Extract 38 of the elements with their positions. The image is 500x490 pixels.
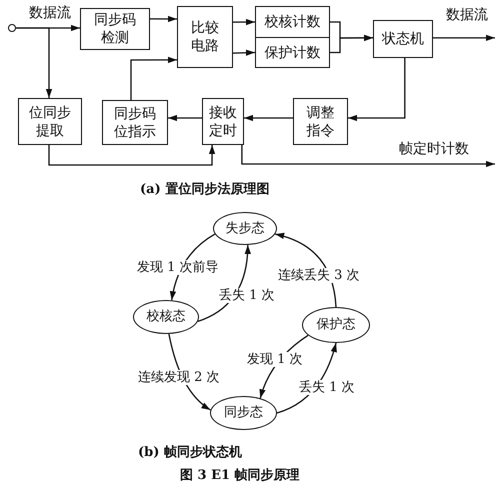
edge-label: 连续丢失 3 次 <box>277 268 361 283</box>
arrow <box>233 18 255 26</box>
process-box: 接收定时 <box>202 98 244 145</box>
arrow <box>150 16 177 22</box>
arrow <box>130 56 177 100</box>
input-terminal <box>8 24 16 32</box>
process-box: 同步码位指示 <box>102 100 168 145</box>
process-box: 比较电路 <box>177 6 233 68</box>
process-box: 同步码检测 <box>80 8 150 50</box>
figure-label: (b) 帧同步状态机 <box>138 444 242 461</box>
arrow <box>16 27 52 98</box>
process-box: 调整指令 <box>293 98 348 145</box>
figure-label: (a) 置位同步法原理图 <box>140 181 270 198</box>
arrow <box>232 50 256 56</box>
arrow <box>48 145 216 166</box>
edge-label: 连续发现 2 次 <box>137 370 221 385</box>
edge-label: 帧定时计数 <box>398 142 470 157</box>
edge-label: 数据流 <box>445 8 489 23</box>
state-ellipse: 失步态 <box>213 212 277 245</box>
edge-label: 丢失 1 次 <box>298 380 356 395</box>
arrow <box>244 114 293 122</box>
process-box: 位同步提取 <box>18 98 82 145</box>
arrow <box>241 145 495 168</box>
arrow <box>330 34 373 54</box>
edge-label: 发现 1 次 <box>246 352 304 367</box>
arrow <box>348 58 406 122</box>
edge-label: 发现 1 次前导 <box>136 260 220 275</box>
process-box: 状态机 <box>373 20 433 58</box>
edge-label: 丢失 1 次 <box>218 288 276 303</box>
caption: 图 3 E1 帧同步原理 <box>180 467 300 484</box>
process-box: 保护计数 <box>255 37 330 68</box>
state-ellipse: 校核态 <box>133 300 199 334</box>
state-ellipse: 同步态 <box>210 396 277 430</box>
arrow <box>433 34 495 42</box>
state-ellipse: 保护态 <box>302 307 370 343</box>
edge-label: 数据流 <box>28 6 72 21</box>
process-box: 校核计数 <box>255 6 330 38</box>
arrow <box>168 114 202 122</box>
